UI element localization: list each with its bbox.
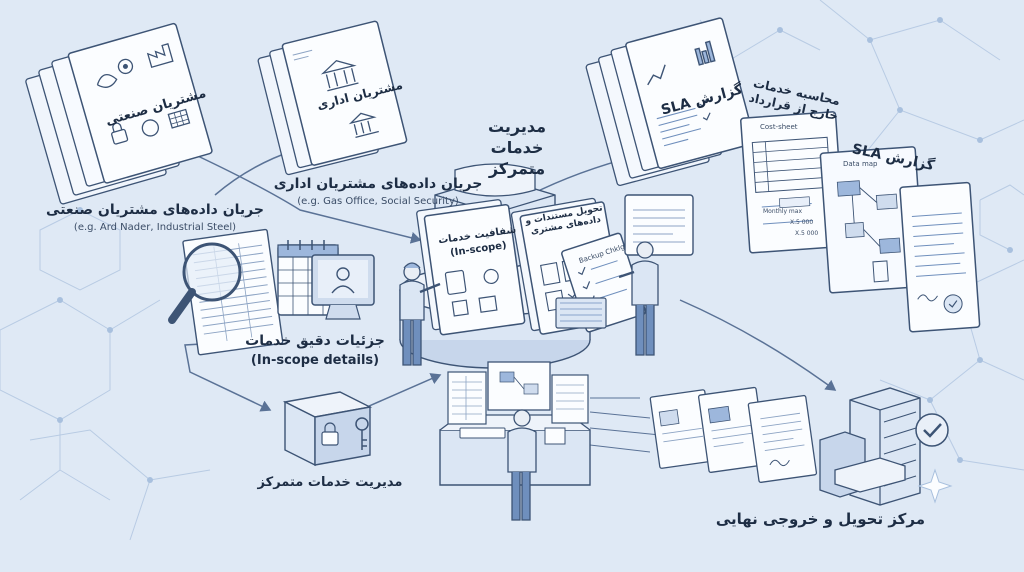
magnifier-icon xyxy=(168,242,242,324)
industrial-flow-examples: (e.g. Ard Nader, Industrial Steel) xyxy=(73,222,237,233)
archive-label: مدیریت خدمات متمرکز xyxy=(257,475,403,490)
industrial-flow-label: جریان داده‌های مشتریان صنعتی xyxy=(46,202,264,218)
monthly-label: Monthly max xyxy=(763,208,803,215)
industrial-doc-stack xyxy=(25,22,213,205)
chart-icon xyxy=(647,40,716,86)
arrow-center-to-delivery xyxy=(679,299,837,391)
server-icon xyxy=(819,387,921,506)
admin-flow-examples: (e.g. Gas Office, Social Security) xyxy=(297,196,459,207)
person-left xyxy=(399,262,441,366)
lock-icon xyxy=(111,128,129,145)
admin-doc-stack xyxy=(257,20,408,176)
user-monitor-icon xyxy=(311,254,375,320)
cost-sheet-title: Cost-sheet xyxy=(760,123,798,131)
delivery-docs xyxy=(649,386,818,483)
gear-icon xyxy=(117,58,134,75)
arrow-archive-to-workstation xyxy=(359,373,442,411)
center-title: مدیریت خدمات متمرکز xyxy=(487,117,547,178)
person-right xyxy=(618,241,659,356)
arrow-industrial-to-center xyxy=(184,149,422,244)
sla-report-doc xyxy=(899,181,981,333)
monthly-value: X.5 000 xyxy=(790,219,814,226)
monthly-value-2: X.5 000 xyxy=(795,230,819,237)
admin-flow-label: جریان داده‌های مشتریان اداری xyxy=(273,176,483,192)
checkmark-icon xyxy=(915,413,949,447)
details-label: جزئیات دقیق خدمات xyxy=(245,333,385,349)
workstation xyxy=(439,361,591,486)
delivery-label: مرکز تحویل و خروجی نهایی xyxy=(715,510,925,528)
factory-icon xyxy=(146,43,174,69)
key-icon xyxy=(355,417,369,450)
transparency-panel xyxy=(416,199,526,336)
data-map-title: Data map xyxy=(843,160,878,168)
right-monitor xyxy=(624,194,694,256)
details-group xyxy=(168,228,375,356)
details-sublabel: (In-scope details) xyxy=(250,353,380,368)
background-nodes xyxy=(57,17,1013,483)
box-icon xyxy=(282,391,373,467)
sparkle-icon xyxy=(917,468,953,504)
bank-icon xyxy=(320,59,359,92)
data-map-doc xyxy=(819,146,926,294)
reports-stack xyxy=(585,17,756,187)
person-center xyxy=(507,409,537,521)
